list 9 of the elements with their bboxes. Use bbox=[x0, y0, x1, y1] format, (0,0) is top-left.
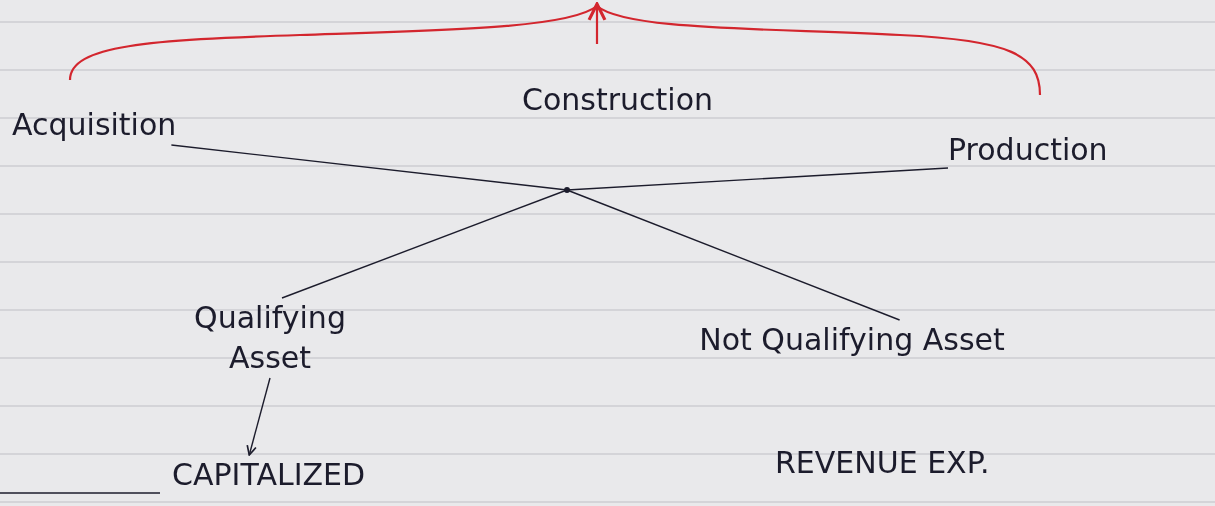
junction-point bbox=[564, 187, 570, 193]
handwritten-label: CAPITALIZED bbox=[172, 455, 366, 495]
arrow bbox=[246, 377, 271, 456]
handwritten-label: Acquisition bbox=[12, 105, 177, 145]
handwritten-label: Qualifying Asset bbox=[150, 298, 390, 378]
handwritten-label: Construction bbox=[522, 80, 713, 120]
handwritten-label: Not Qualifying Asset bbox=[682, 320, 1022, 360]
handwritten-label: REVENUE EXP. bbox=[775, 443, 990, 483]
handwritten-label: Production bbox=[948, 130, 1108, 170]
